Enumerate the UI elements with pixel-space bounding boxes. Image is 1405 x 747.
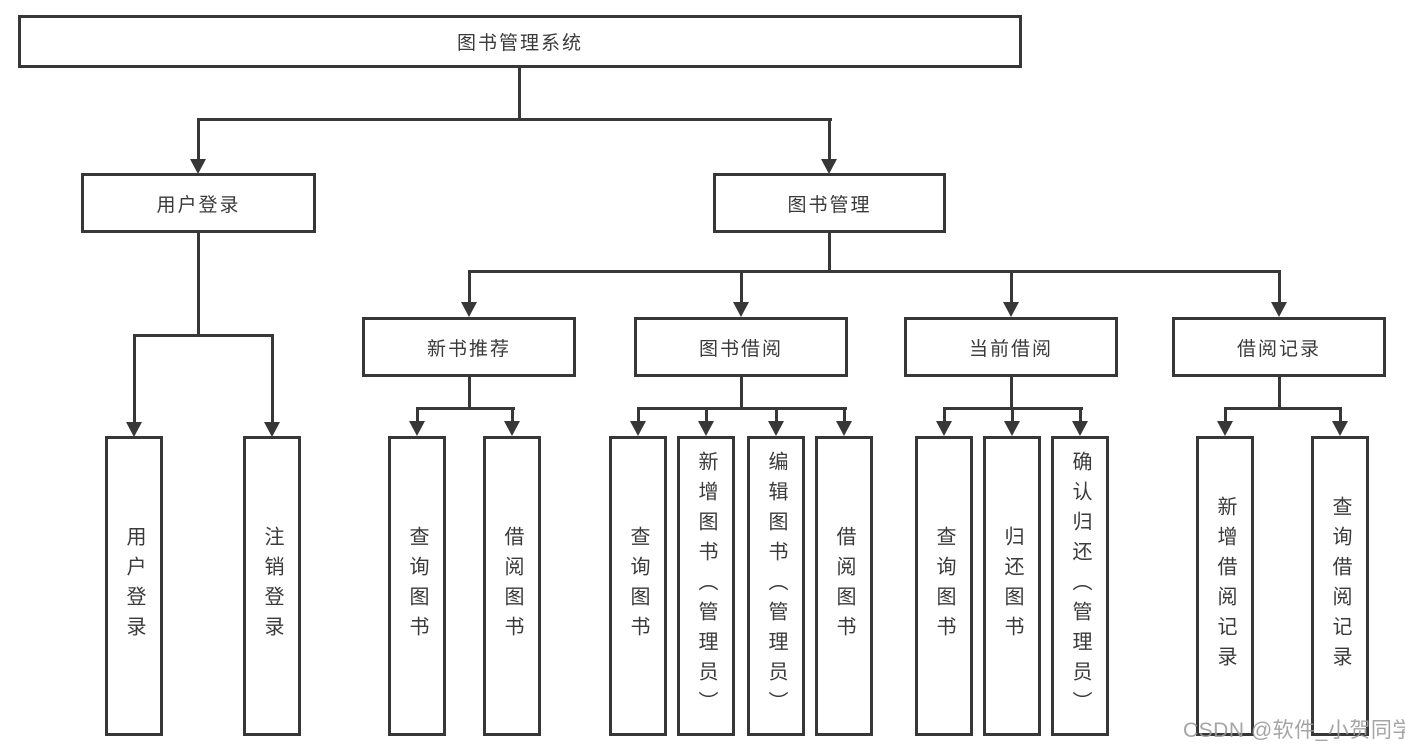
connector-drop-logout-leaf — [271, 334, 274, 424]
leaf-bb-borrow-books: 借阅图书 — [815, 436, 873, 736]
arrow-to-cb-return — [1004, 421, 1020, 436]
arrow-to-nb-query — [409, 421, 425, 436]
arrow-to-cb-query — [936, 421, 952, 436]
arrow-to-bb-add — [698, 421, 714, 436]
connector-drop-rec-query — [1339, 407, 1342, 424]
arrow-to-user-login — [190, 159, 206, 174]
arrow-to-cb-confirm — [1072, 421, 1088, 436]
node-borrow-records: 借阅记录 — [1172, 317, 1386, 377]
arrow-to-borrow-records — [1271, 302, 1287, 317]
connector-drop-nb-borrow — [511, 407, 514, 424]
node-book-management: 图书管理 — [713, 173, 946, 233]
arrow-to-rec-add — [1217, 421, 1233, 436]
connector-drop-current-borrow — [1010, 270, 1013, 303]
connector-bookmgmt-bar — [468, 270, 1281, 273]
node-current-borrow: 当前借阅 — [904, 317, 1118, 377]
arrow-to-logout-leaf — [264, 422, 280, 437]
arrow-to-book-mgmt — [821, 159, 837, 174]
arrow-to-login-leaf — [126, 422, 142, 437]
leaf-logout: 注销登录 — [243, 436, 301, 736]
arrow-to-bb-edit — [768, 421, 784, 436]
arrow-to-current-borrow — [1003, 302, 1019, 317]
arrow-to-nb-borrow — [504, 421, 520, 436]
leaf-cb-confirm-return-admin: 确认归还（管理员） — [1051, 436, 1109, 736]
connector-drop-book-mgmt — [828, 118, 831, 161]
leaf-bb-add-books-admin: 新增图书（管理员） — [677, 436, 735, 736]
connector-newbook-stem — [468, 377, 471, 410]
connector-drop-bb-edit — [775, 407, 778, 424]
connector-drop-bb-add — [705, 407, 708, 424]
connector-drop-cb-confirm — [1079, 407, 1082, 424]
csdn-watermark: CSDN @软件_小贺同学 — [1183, 719, 1405, 742]
arrow-to-book-borrow — [733, 302, 749, 317]
connector-root-bar — [197, 118, 832, 121]
arrow-to-new-book — [461, 302, 477, 317]
leaf-user-login: 用户登录 — [105, 436, 163, 736]
leaf-nb-borrow-books: 借阅图书 — [483, 436, 541, 736]
connector-bookborrow-stem — [740, 377, 743, 410]
node-new-book-recommend: 新书推荐 — [362, 317, 576, 377]
connector-records-bar — [1224, 407, 1342, 410]
connector-drop-bb-query — [637, 407, 640, 424]
connector-drop-rec-add — [1224, 407, 1227, 424]
connector-userlogin-stem — [197, 233, 200, 336]
connector-drop-borrow-records — [1278, 270, 1281, 303]
connector-newbook-bar — [416, 407, 515, 410]
connector-drop-new-book — [468, 270, 471, 303]
connector-drop-nb-query — [416, 407, 419, 424]
node-root-library-system: 图书管理系统 — [18, 15, 1022, 68]
connector-bookmgmt-stem — [828, 233, 831, 273]
leaf-rec-add-record: 新增借阅记录 — [1196, 436, 1254, 736]
connector-drop-cb-return — [1011, 407, 1014, 424]
connector-drop-login-leaf — [133, 334, 136, 424]
connector-root-stem — [518, 68, 521, 121]
arrow-to-rec-query — [1332, 421, 1348, 436]
connector-userlogin-bar — [133, 334, 274, 337]
leaf-nb-query-books: 查询图书 — [388, 436, 446, 736]
leaf-cb-query-books: 查询图书 — [915, 436, 973, 736]
leaf-bb-query-books: 查询图书 — [609, 436, 667, 736]
leaf-cb-return-books: 归还图书 — [983, 436, 1041, 736]
connector-records-stem — [1278, 377, 1281, 410]
connector-drop-bb-borrow — [843, 407, 846, 424]
arrow-to-bb-borrow — [836, 421, 852, 436]
leaf-rec-query-record: 查询借阅记录 — [1311, 436, 1369, 736]
arrow-to-bb-query — [630, 421, 646, 436]
connector-drop-cb-query — [943, 407, 946, 424]
leaf-bb-edit-books-admin: 编辑图书（管理员） — [747, 436, 805, 736]
node-book-borrow: 图书借阅 — [634, 317, 848, 377]
connector-bookborrow-bar — [637, 407, 847, 410]
connector-drop-book-borrow — [740, 270, 743, 303]
connector-currentborrow-stem — [1010, 377, 1013, 410]
connector-drop-user-login — [197, 118, 200, 161]
node-user-login: 用户登录 — [81, 173, 316, 233]
